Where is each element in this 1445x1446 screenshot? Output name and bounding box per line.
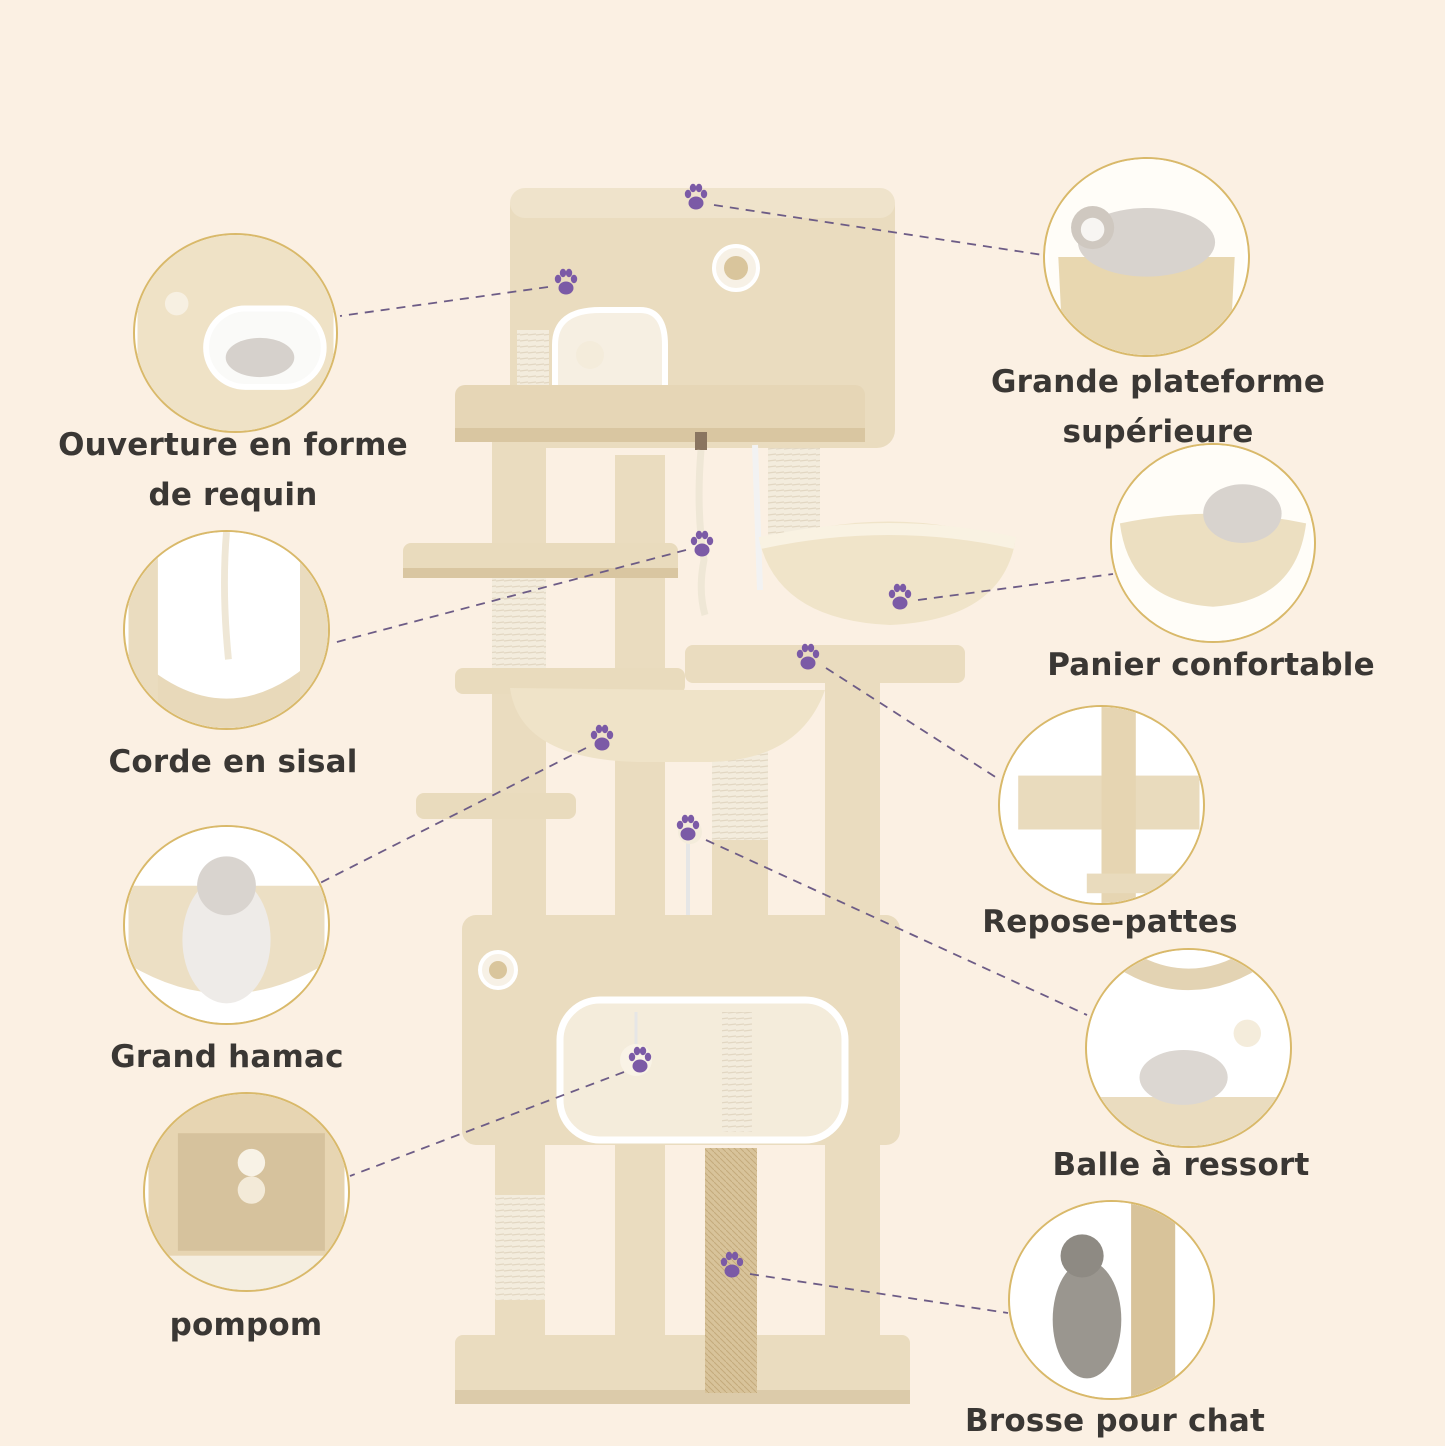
detail-photo-shark-opening	[133, 233, 338, 433]
detail-photo-basket	[1110, 443, 1316, 643]
detail-photo-top-platform	[1043, 157, 1250, 357]
detail-photo-cat-brush	[1008, 1200, 1215, 1400]
shark-opening	[552, 307, 668, 398]
condo-opening	[556, 996, 849, 1144]
label-pompom: pompom	[155, 1300, 337, 1350]
label-line: Repose-pattes	[982, 904, 1238, 940]
label-line: Ouverture en forme	[58, 427, 408, 463]
footrest	[416, 793, 576, 819]
detail-photo-spring-ball	[1085, 948, 1292, 1148]
detail-photo-footrest	[998, 705, 1205, 905]
label-footrest: Repose-pattes	[975, 897, 1245, 947]
connector-line	[713, 204, 1044, 256]
label-basket: Panier confortable	[1045, 640, 1377, 690]
label-top-platform: Grande plateforme supérieure	[905, 357, 1411, 457]
connector-line	[317, 747, 587, 885]
post	[615, 1135, 665, 1345]
label-hammock: Grand hamac	[100, 1032, 354, 1082]
post	[825, 680, 880, 920]
label-sisal-rope: Corde en sisal	[100, 737, 366, 787]
label-line: Balle à ressort	[1052, 1147, 1310, 1183]
label-line: Panier confortable	[1047, 647, 1375, 683]
detail-photo-hammock	[123, 825, 330, 1025]
connector-line	[349, 1071, 625, 1177]
detail-photo-pompom	[143, 1092, 350, 1292]
connector-line	[917, 573, 1114, 601]
label-spring-ball: Balle à ressort	[1043, 1140, 1319, 1190]
label-line: Corde en sisal	[108, 744, 358, 780]
detail-photo-sisal-rope	[123, 530, 330, 730]
post	[825, 1135, 880, 1370]
label-line: Brosse pour chat	[965, 1403, 1265, 1439]
label-line: Grande plateforme supérieure	[990, 364, 1326, 450]
hammock	[510, 688, 825, 762]
connector-line	[332, 549, 687, 644]
connector-line	[749, 1273, 1009, 1314]
base-plate	[455, 1335, 910, 1400]
connector-line	[825, 667, 1001, 781]
label-cat-brush: Brosse pour chat	[960, 1396, 1270, 1446]
left-shelf	[403, 543, 678, 575]
basket	[760, 521, 1015, 625]
label-shark-opening: Ouverture en forme de requin	[55, 420, 411, 520]
right-platform	[685, 645, 965, 683]
label-line: pompom	[169, 1307, 323, 1343]
label-line: de requin	[148, 477, 318, 513]
connector-line	[705, 839, 1088, 1016]
paw-icon	[690, 530, 714, 557]
connector-line	[339, 286, 549, 317]
label-line: Grand hamac	[110, 1039, 344, 1075]
top-shelf	[455, 385, 865, 440]
hammock-shelf	[455, 668, 685, 694]
